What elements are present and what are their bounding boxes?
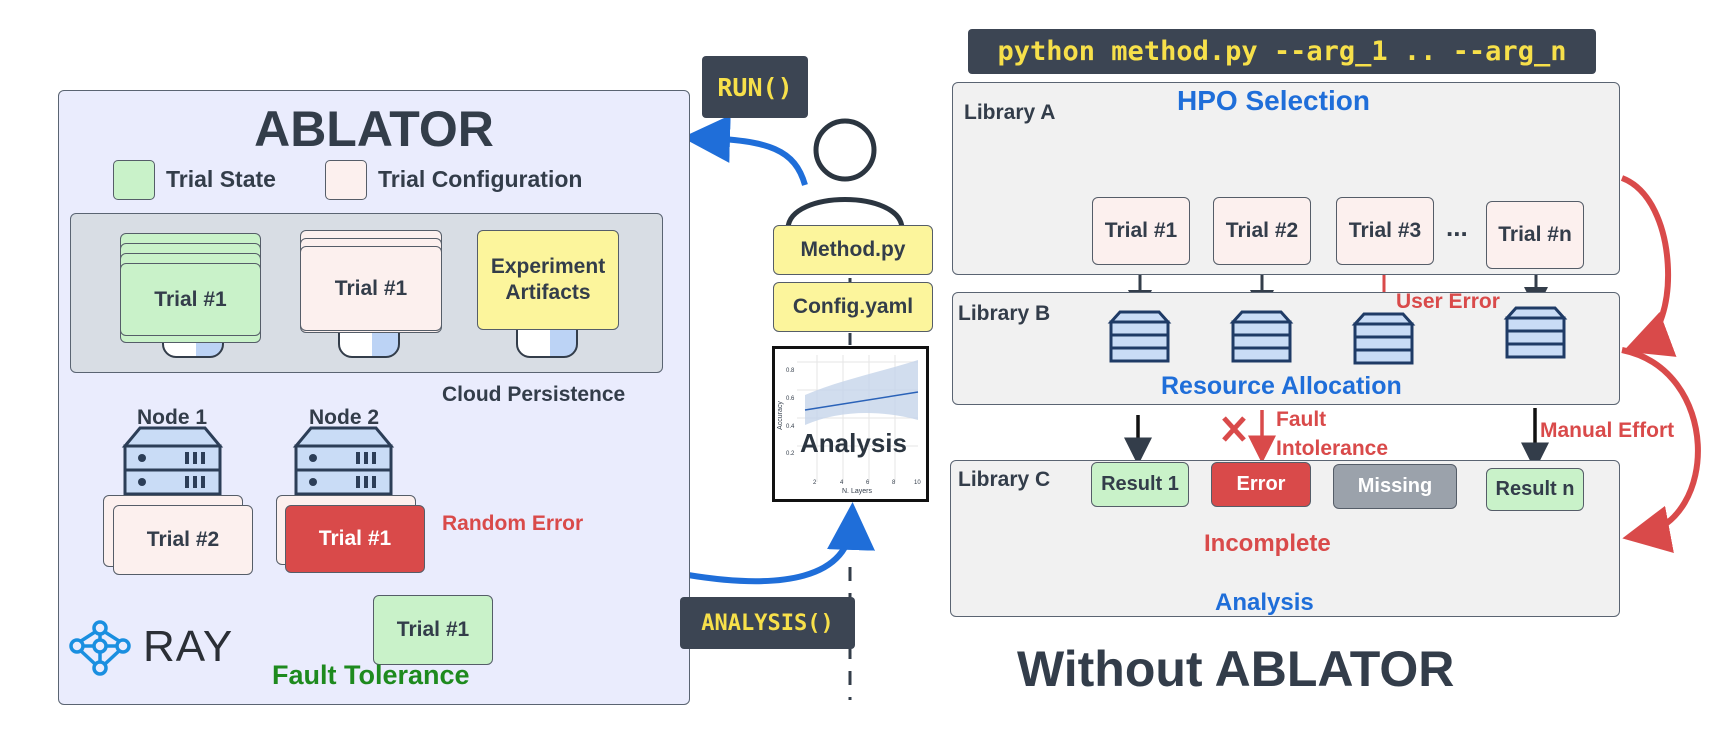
experiment-artifacts-card: Experiment Artifacts xyxy=(477,230,619,330)
run-arrow xyxy=(682,114,808,186)
cloud-persistence-label: Cloud Persistence xyxy=(442,383,626,406)
plot-ytick-0: 0.8 xyxy=(786,368,795,374)
plot-ylabel: Accuracy xyxy=(776,401,784,430)
manual-arrow-2 xyxy=(1621,347,1701,553)
trial-card-3: Trial #3 xyxy=(1336,197,1434,265)
legend-state-swatch xyxy=(113,160,155,200)
trial1-retry-card: Trial #1 xyxy=(373,595,493,665)
plot-xtick-2: 6 xyxy=(866,480,870,486)
plot-xtick-0: 2 xyxy=(813,480,817,486)
trial-config-card: Trial #1 xyxy=(300,246,442,331)
without-ablator-title: Without ABLATOR xyxy=(1017,641,1455,697)
result-n-card: Result n xyxy=(1486,468,1584,511)
hpo-selection-label: HPO Selection xyxy=(1177,85,1370,116)
config-yaml-card: Config.yaml xyxy=(773,282,933,332)
result-1-card: Result 1 xyxy=(1091,462,1189,507)
analysis-plot xyxy=(772,346,929,502)
trial-state-card: Trial #1 xyxy=(120,263,261,336)
method-py-card: Method.py xyxy=(773,225,933,275)
plot-ytick-3: 0.2 xyxy=(786,451,795,457)
trial-card-1: Trial #1 xyxy=(1092,197,1190,265)
plot-xlabel: N. Layers xyxy=(842,488,872,495)
trial-card-n: Trial #n xyxy=(1486,201,1584,269)
legend-state-label: Trial State xyxy=(166,166,276,192)
trial-card-2: Trial #2 xyxy=(1213,197,1311,265)
ablator-title: ABLATOR xyxy=(254,101,494,157)
user-error-label: User Error xyxy=(1396,290,1500,313)
trial1-error-card: Trial #1 xyxy=(285,505,425,573)
ray-label: RAY xyxy=(143,622,234,671)
missing-card: Missing xyxy=(1333,464,1457,509)
node1-label: Node 1 xyxy=(137,406,208,429)
resource-allocation-label: Resource Allocation xyxy=(1161,372,1402,400)
analysis-arrow xyxy=(687,502,875,585)
plot-analysis-label: Analysis xyxy=(800,428,907,458)
plot-xtick-3: 8 xyxy=(892,480,896,486)
library-b-label: Library B xyxy=(958,302,1051,325)
command-line: python method.py --arg_1 .. --arg_n xyxy=(968,29,1596,74)
plot-xtick-4: 10 xyxy=(914,480,921,486)
random-error-label: Random Error xyxy=(442,512,584,535)
plot-xtick-1: 4 xyxy=(840,480,844,486)
plot-ytick-2: 0.4 xyxy=(786,424,795,430)
incomplete-label: Incomplete xyxy=(1204,530,1331,557)
trial-ellipsis: ... xyxy=(1446,212,1468,242)
plot-ytick-1: 0.6 xyxy=(786,396,795,402)
fault-tolerance-label: Fault Tolerance xyxy=(272,660,470,690)
fault-intolerance-line2: Intolerance xyxy=(1276,437,1389,460)
library-a-label: Library A xyxy=(964,101,1056,124)
fault-x-2 xyxy=(1222,416,1246,442)
library-c-analysis-label: Analysis xyxy=(1215,589,1314,616)
manual-effort-label: Manual Effort xyxy=(1540,419,1675,442)
analysis-function-label: ANALYSIS() xyxy=(680,597,855,649)
trial2-card: Trial #2 xyxy=(113,505,253,575)
legend-config-label: Trial Configuration xyxy=(378,166,583,192)
run-function-label: RUN() xyxy=(702,56,808,118)
node2-label: Node 2 xyxy=(309,406,380,429)
legend-config-swatch xyxy=(325,160,367,200)
manual-arrow-1 xyxy=(1620,175,1677,357)
error-card: Error xyxy=(1211,462,1311,507)
fault-intolerance-line1: Fault xyxy=(1276,408,1327,431)
library-c-label: Library C xyxy=(958,468,1051,491)
